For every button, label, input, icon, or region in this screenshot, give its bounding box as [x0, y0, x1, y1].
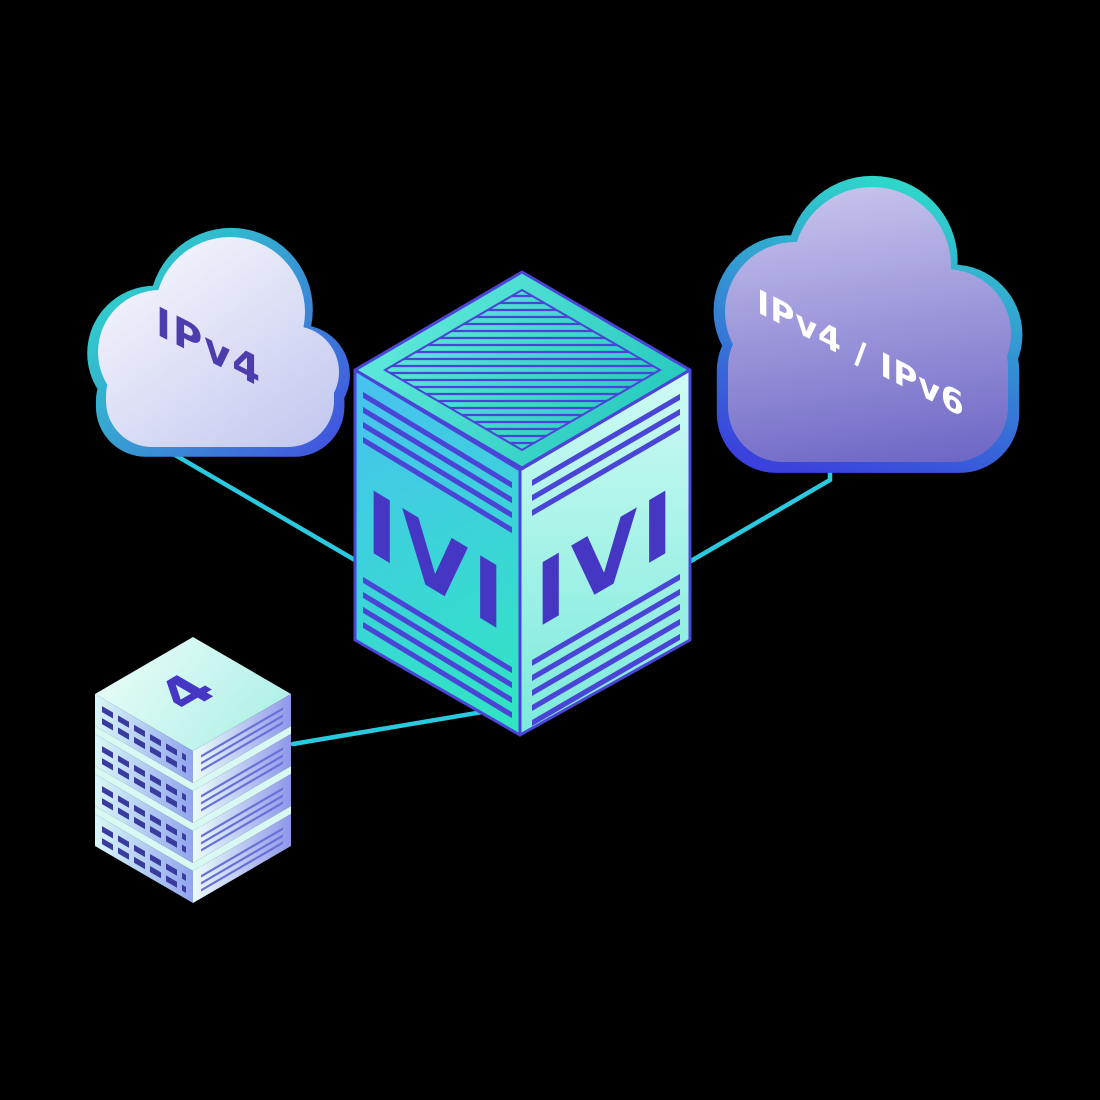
server-unit [95, 814, 291, 903]
server-stack-gaps [95, 726, 291, 871]
server-unit [95, 734, 291, 823]
server-stack: 4 [95, 637, 291, 903]
box-left-face-stripes [363, 391, 512, 719]
box-top-hatch-border [383, 288, 662, 452]
ipv4-cloud: IPv4 [87, 227, 350, 457]
dual-stack-cloud: IPv4 / IPv6 [713, 175, 1023, 473]
server-unit [95, 694, 291, 783]
box-right-face-stripes [532, 393, 680, 727]
ivi-translator-box: IVI IVI [353, 270, 692, 737]
server-unit [95, 774, 291, 863]
